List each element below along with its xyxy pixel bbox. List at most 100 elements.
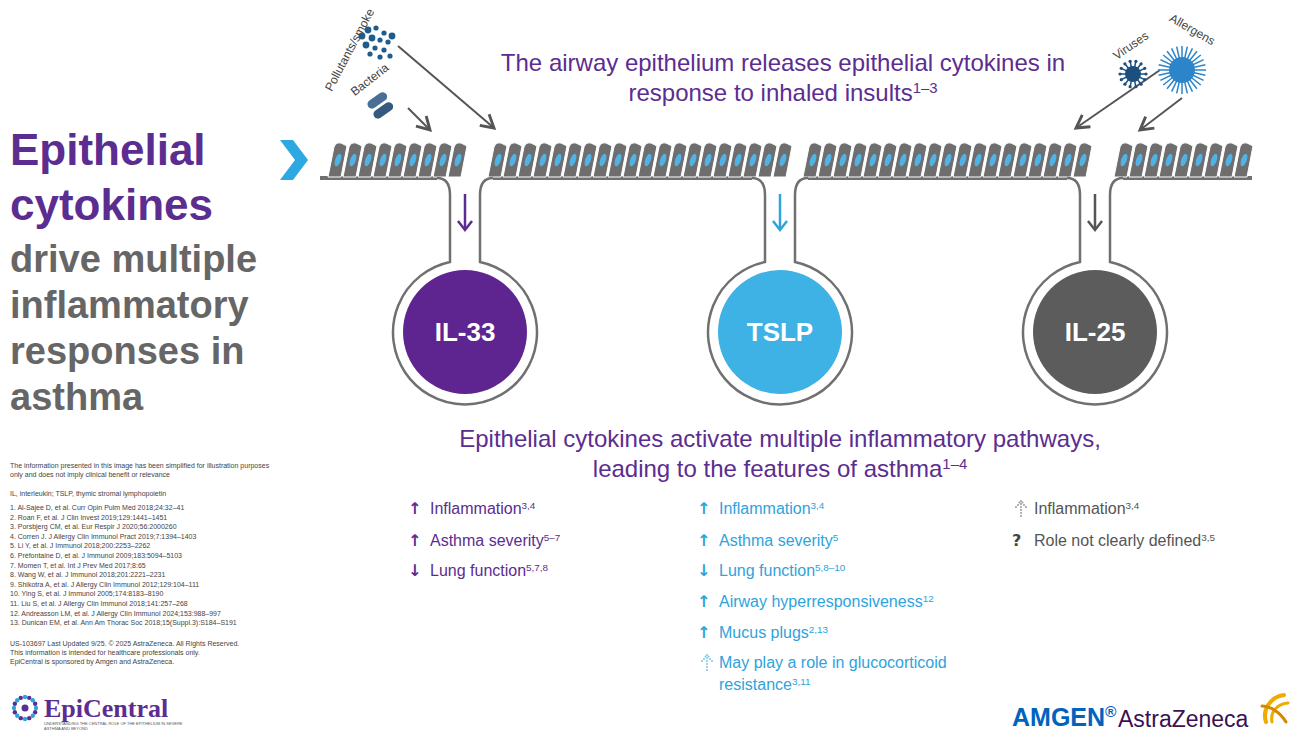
trend-symbol: ↑ [697,498,719,520]
virus-icon [1118,60,1147,89]
legal-note: US-103697 Last Updated 9/25. © 2025 Astr… [10,639,239,648]
cytokine-stalks [393,178,1167,404]
feature-item: ↓Lung function5,7,8 [408,560,688,584]
label-text: The information presented in this image … [10,462,269,478]
reference: 9. Shikotra A, et al. J Allergy Clin Imm… [10,580,199,589]
feature-item: May play a role in glucocorticoid resist… [719,652,959,698]
heading: Epithelial cytokines activate multiple i… [425,424,1135,487]
label-text: AstraZeneca [1118,706,1248,732]
trend-symbol: ↑ [697,530,719,552]
title: Epithelial cytokines [10,122,290,232]
label-text: Airway hyperresponsiveness [719,593,923,610]
label-text: 10. Ying S, et al. J Immunol 2005;174:81… [10,590,163,597]
insult-label: Allergens [1167,11,1218,49]
reference: 10. Ying S, et al. J Immunol 2005;174:81… [10,589,163,598]
label-text: 5. Li Y, et al. J Immunol 2018;200:2253–… [10,542,150,549]
label-text: The airway epithelium releases epithelia… [501,49,1065,106]
trend-symbol: ? [1012,530,1034,552]
label-text: 11. Liu S, et al. J Allergy Clin Immunol… [10,600,188,607]
reference-number: 3,5 [1201,532,1215,543]
disclaimer: The information presented in this image … [10,461,275,479]
label-text: 7. Momen T, et al. Int J Prev Med 2017;8… [10,562,146,569]
label-text: 12. Andreasson LM, et al. J Allergy Clin… [10,610,221,617]
trend-symbol: ↑ [408,498,430,520]
label-text: Allergens [1167,11,1217,48]
feature-item: ↑Mucus plugs2,13 [697,622,977,646]
bacteria-icon [366,90,395,120]
label-text: Mucus plugs [719,624,809,641]
trend-symbol: ↓ [408,560,430,582]
label-text: 8. Wang W, et al. J Immunol 2018;201:222… [10,571,165,578]
label-text: Lung function [719,562,815,579]
label-text: 13. Dunican EM, et al. Ann Am Thorac Soc… [10,619,237,626]
reference-number: 1–4 [942,456,967,472]
insult-label: Viruses [1110,28,1151,63]
chevron [280,140,308,180]
reference: 5. Li Y, et al. J Immunol 2018;200:2253–… [10,541,150,550]
reference-number: 5,7,8 [526,562,548,573]
label-text: US-103697 Last Updated 9/25. © 2025 Astr… [10,640,239,647]
reference-number: 3,4 [522,500,536,511]
reference-number: 5 [833,532,839,543]
dotted-arrow-icons [701,500,1027,671]
cytokine-name: IL-25 [1033,270,1157,394]
reference: 6. Préfontaine D, et al. J Immunol 2009;… [10,551,182,560]
feature-item: ↑Inflammation3,4 [697,498,977,522]
label-text: Asthma severity [430,532,544,549]
cytokine-circle: IL-33 [403,270,527,394]
legal-note: This information is intended for healthc… [10,648,200,657]
epicentral-logo-icon [12,695,38,721]
subtitle: drive multiple inflammatory responses in… [10,236,290,420]
label-text: 2. Roan F, et al. J Clin Invest 2019;129… [10,514,167,521]
allergen-icon [1158,46,1206,94]
feature-item: ↑Airway hyperresponsiveness12 [697,591,977,615]
trend-symbol: ↓ [697,560,719,582]
reference-number: 5–7 [544,532,561,543]
reference-number: ® [1105,703,1116,720]
label-text: 3. Porsbjerg CM, et al. Eur Respir J 202… [10,523,177,530]
label-text: 4. Corren J. J Allergy Clin Immunol Prac… [10,533,196,540]
label-text: 1. Al-Sajee D, et al. Curr Opin Pulm Med… [10,504,184,511]
feature-item: ↓Lung function5,8–10 [697,560,977,584]
label-text: Lung function [430,562,526,579]
reference-number: 1–3 [913,80,938,96]
cytokine-name: IL-33 [403,270,527,394]
astrazeneca-logo-icon [1262,695,1288,722]
cytokine-circle: IL-25 [1033,270,1157,394]
reference: 3. Porsbjerg CM, et al. Eur Respir J 202… [10,522,177,531]
label-text: May play a role in glucocorticoid resist… [719,654,947,693]
reference: 7. Momen T, et al. Int J Prev Med 2017;8… [10,561,146,570]
reference: 1. Al-Sajee D, et al. Curr Opin Pulm Med… [10,503,184,512]
feature-item: ↑Asthma severity5 [697,530,977,554]
logo-text: AMGEN® [1012,702,1116,736]
trend-symbol: ↑ [697,591,719,613]
label-text: Role not clearly defined [1034,532,1201,549]
reference-number: 12 [923,593,934,604]
trend-symbol: ↑ [697,622,719,644]
label-text: IL, interleukin; TSLP, thymic stromal ly… [10,490,166,497]
feature-item: Inflammation3,4 [1034,498,1300,522]
label-text: EpiCentral is sponsored by Amgen and Ast… [10,658,174,665]
label-text: Viruses [1110,28,1151,62]
label-text: AMGEN [1012,703,1105,731]
reference-number: 2,13 [809,624,828,635]
cytokine-name: TSLP [718,270,842,394]
label-text: Epithelial cytokines activate multiple i… [459,425,1101,482]
reference-number: 3,4 [1126,500,1140,511]
logo-text: AstraZeneca [1118,705,1248,734]
trend-symbol: ↑ [408,530,430,552]
reference: 13. Dunican EM, et al. Ann Am Thorac Soc… [10,618,237,627]
cytokine-circle: TSLP [718,270,842,394]
feature-item: ?Role not clearly defined3,5 [1012,530,1292,554]
label-text: drive multiple inflammatory responses in… [10,238,257,418]
abbreviations: IL, interleukin; TSLP, thymic stromal ly… [10,489,295,498]
feature-item: ↑Inflammation3,4 [408,498,688,522]
label-text: 9. Shikotra A, et al. J Allergy Clin Imm… [10,581,199,588]
heading: The airway epithelium releases epithelia… [473,48,1093,111]
label-text: EpiCentral [44,694,168,723]
label-text: Inflammation [1034,500,1126,517]
reference-number: 5,8–10 [815,562,845,573]
reference: 2. Roan F, et al. J Clin Invest 2019;129… [10,513,167,522]
logo-text: EpiCentral [44,692,168,725]
label-text: Inflammation [719,500,811,517]
